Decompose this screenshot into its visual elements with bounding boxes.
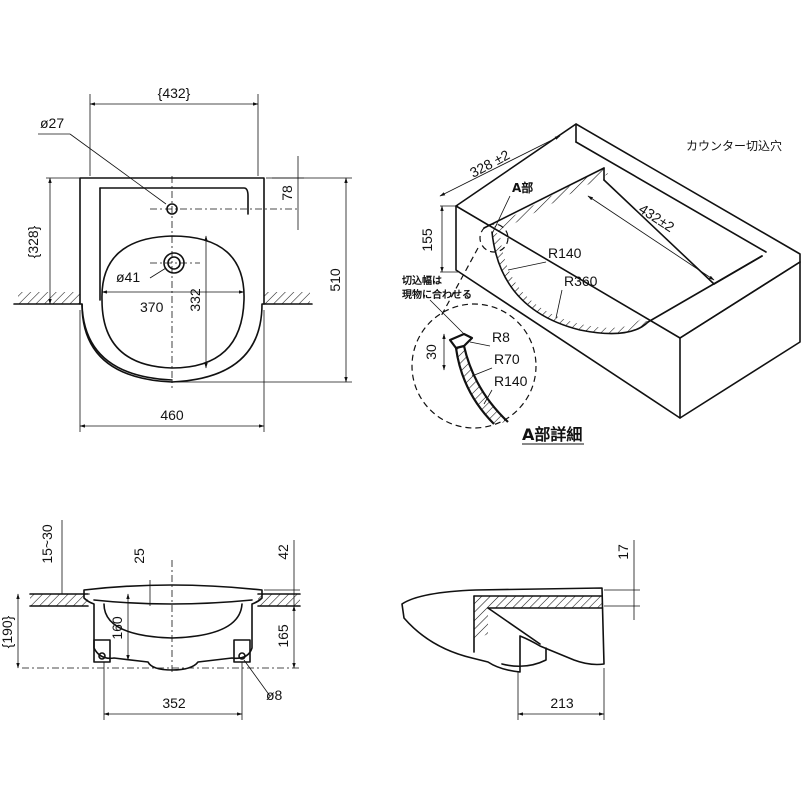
detail-a-title: A部詳細 (522, 425, 582, 444)
side-basin-outline (401, 587, 605, 673)
dim-155: 155 (419, 228, 435, 252)
dim-165: 165 (275, 624, 291, 648)
dim-r360: R360 (564, 273, 598, 289)
dim-352: 352 (162, 695, 186, 711)
dim-r8: R8 (492, 329, 510, 345)
detail-a-ref: A部 (512, 180, 533, 195)
dim-17: 17 (615, 544, 631, 560)
dim-30: 30 (423, 344, 439, 360)
dim-42: 42 (275, 544, 291, 560)
dim-328-tol: 328 ±2 (467, 146, 512, 180)
dim-r140-detail: R140 (494, 373, 528, 389)
dim-r140: R140 (548, 245, 582, 261)
dim-25: 25 (131, 548, 147, 564)
front-basin-outline (83, 584, 263, 671)
dim-510: 510 (327, 268, 343, 292)
counter-hatch-left (18, 292, 80, 304)
dim-hole-27: ø27 (40, 115, 64, 131)
front-counter-hatch-right (258, 594, 300, 606)
dim-15-30: 15~30 (39, 524, 55, 564)
dim-328: {328} (25, 225, 41, 258)
dim-drain-41: ø41 (116, 269, 140, 285)
counter-hatch-right (264, 292, 310, 304)
bowl-outline (101, 235, 245, 369)
dim-bolt-8: ø8 (266, 687, 283, 703)
detail-a-circle (411, 303, 537, 429)
dim-160: 160 (109, 616, 125, 640)
front-view: 15~30 {190} 25 160 42 165 352 ø8 (0, 520, 301, 720)
counter-cutout-label: カウンター切込穴 (686, 138, 782, 153)
detail-note-2: 現物に合わせる (402, 288, 472, 301)
dim-78: 78 (279, 185, 295, 201)
top-view: {432} ø27 {328} 78 510 ø41 370 332 460 (13, 85, 352, 432)
dim-370: 370 (140, 299, 164, 315)
iso-view: カウンター切込穴 328 ±2 A部 432±2 155 R140 R360 (419, 123, 801, 419)
dim-332: 332 (187, 288, 203, 312)
side-view: 17 213 (401, 540, 640, 720)
detail-note-1: 切込幅は (402, 274, 442, 287)
front-counter-hatch-left (30, 594, 88, 606)
detail-a-view: 切込幅は 現物に合わせる R8 30 R70 R140 A部詳細 (402, 247, 584, 445)
dim-190: {190} (0, 615, 15, 648)
dim-r70: R70 (494, 351, 520, 367)
dim-432: {432} (158, 85, 191, 101)
detail-a-marker (479, 223, 509, 253)
dim-460: 460 (160, 407, 184, 423)
dim-213: 213 (550, 695, 574, 711)
